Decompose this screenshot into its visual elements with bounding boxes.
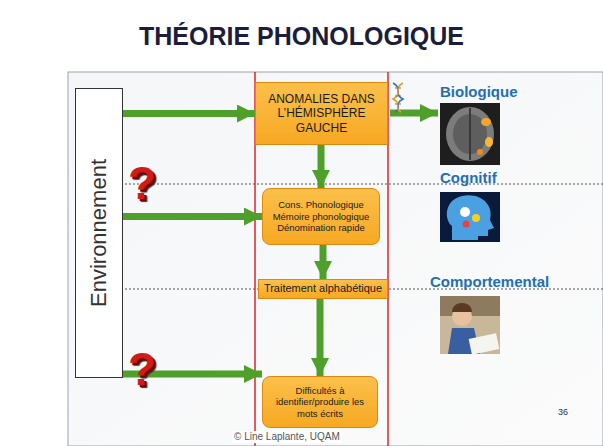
green-arrow (318, 145, 325, 188)
question-mark: ? (128, 160, 156, 206)
child-reading-photo (440, 296, 500, 355)
question-mark: ? (128, 346, 156, 392)
node-text: Environnement (86, 159, 112, 307)
level-divider (125, 184, 603, 185)
node-text: Cons. Phonologique Mémoire phonologique … (267, 199, 375, 233)
dna-icon (393, 83, 403, 112)
environment-box: Environnement (75, 88, 123, 378)
green-arrow (320, 245, 327, 279)
level-label: Comportemental (430, 274, 549, 289)
node-text: Difficultés à identifier/produire les mo… (268, 385, 372, 419)
level-label: Cognitif (440, 170, 497, 185)
page-number: 36 (558, 408, 568, 417)
green-arrow (123, 213, 262, 220)
content-panel (68, 72, 603, 446)
node-text: Traitement alphabétique (264, 282, 382, 295)
biological-box: ANOMALIES DANS L’HÉMISPHÈRE GAUCHE (255, 82, 388, 145)
process-box: Traitement alphabétique (258, 279, 388, 299)
cognitive-box: Cons. Phonologique Mémoire phonologique … (262, 188, 380, 245)
green-arrow (317, 299, 324, 376)
node-text: ANOMALIES DANS L’HÉMISPHÈRE GAUCHE (262, 92, 381, 135)
behaviour-box: Difficultés à identifier/produire les mo… (262, 376, 378, 428)
copyright-note: © Line Laplante, UQAM (232, 431, 342, 443)
brain-scan-image (440, 103, 500, 165)
head-icon (440, 192, 500, 242)
green-arrow (123, 110, 255, 117)
slide-title: THÉORIE PHONOLOGIQUE (0, 22, 603, 51)
level-label: Biologique (440, 84, 518, 99)
